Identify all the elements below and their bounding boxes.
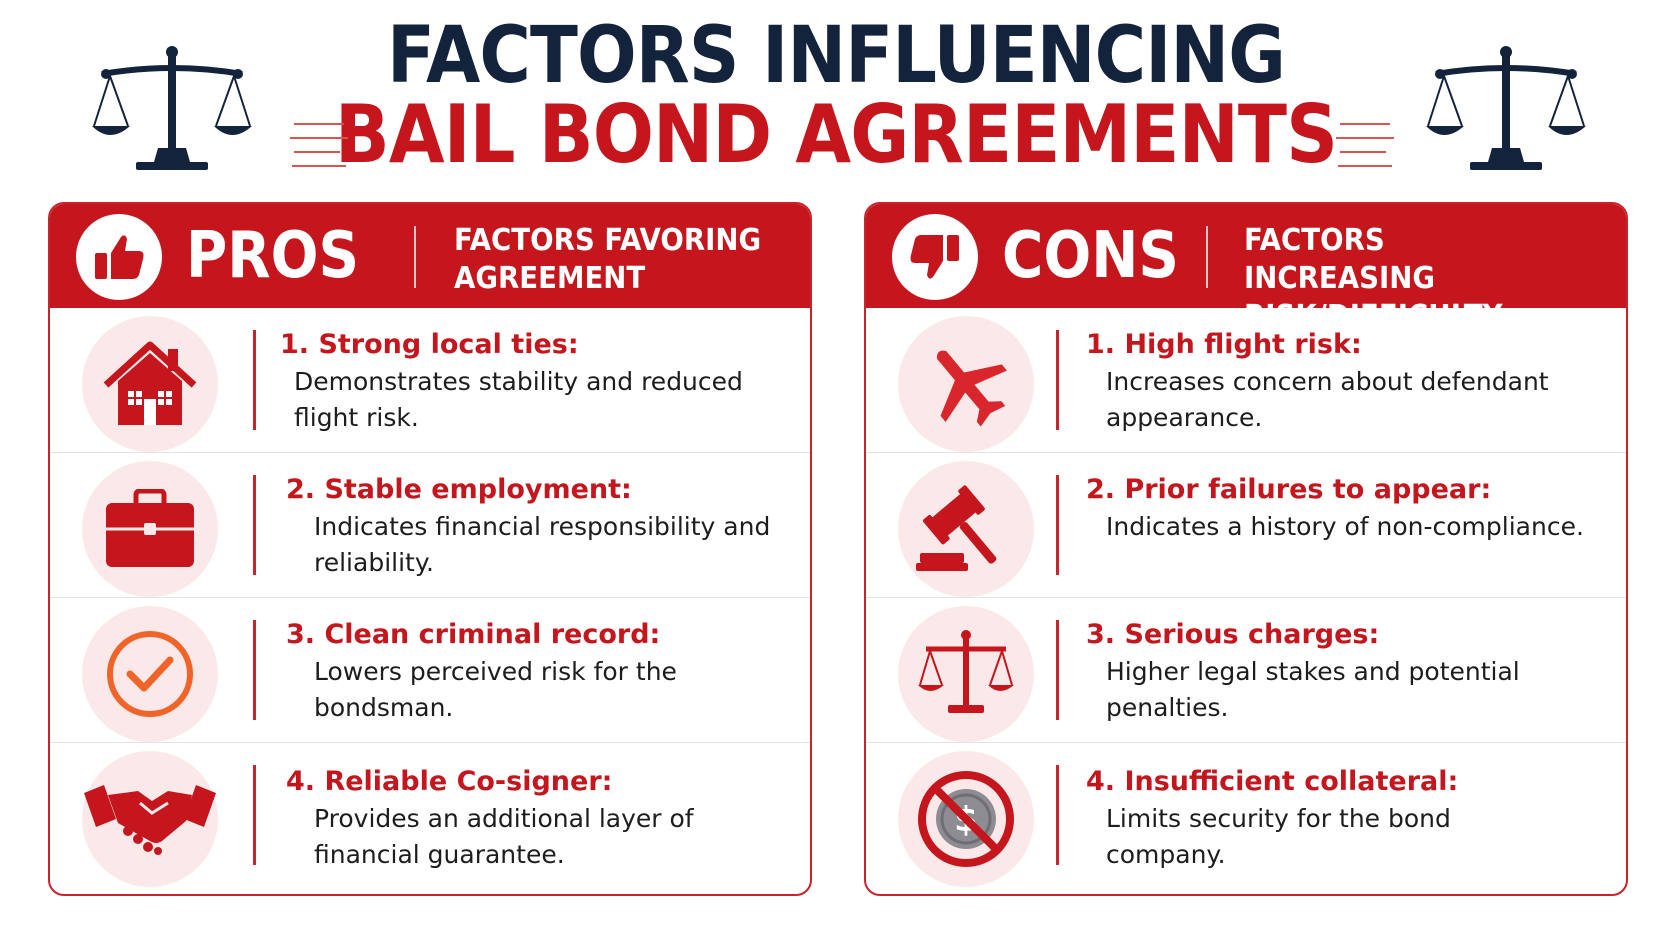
cons-header: CONS FACTORS INCREASING RISK/DIFFICULTY xyxy=(866,204,1626,334)
gavel-icon xyxy=(916,485,997,571)
header-divider xyxy=(1206,226,1208,288)
pros-item-title: 4. Reliable Co-signer: xyxy=(286,766,613,797)
pros-item-title: 1. Strong local ties: xyxy=(280,329,579,360)
pros-item-desc: Indicates financial responsibility and r… xyxy=(314,512,771,577)
pros-header: PROS FACTORS FAVORING AGREEMENT xyxy=(50,204,810,308)
row-divider xyxy=(1056,765,1059,865)
cons-item: 1. High flight risk: Increases concern a… xyxy=(866,308,1626,453)
cons-item-desc: Indicates a history of non-compliance. xyxy=(1106,512,1584,541)
cons-item-icon-bg xyxy=(898,606,1034,742)
header-divider xyxy=(414,226,416,288)
cons-item: 3. Serious charges: Higher legal stakes … xyxy=(866,598,1626,743)
cons-item-title: 4. Insufficient collateral: xyxy=(1086,766,1459,797)
cons-item-title: 3. Serious charges: xyxy=(1086,619,1380,650)
pros-item-desc: Lowers perceived risk for the bondsman. xyxy=(314,657,677,722)
cons-item-title: 1. High flight risk: xyxy=(1086,329,1362,360)
cons-item-desc: Higher legal stakes and potential penalt… xyxy=(1106,657,1520,722)
cons-item-icon-bg xyxy=(898,316,1034,452)
row-divider xyxy=(253,475,256,575)
page-title: FACTORS INFLUENCING xyxy=(386,11,1286,101)
pros-item-desc: Demonstrates stability and reduced fligh… xyxy=(294,367,743,432)
scales-icon xyxy=(918,630,1014,713)
row-divider xyxy=(1056,475,1059,575)
checkmark-icon xyxy=(107,631,193,717)
row-divider xyxy=(1056,620,1059,720)
row-divider xyxy=(1056,330,1059,430)
briefcase-icon xyxy=(106,489,194,567)
pros-item-title: 2. Stable employment: xyxy=(286,474,632,505)
scales-of-justice-icon xyxy=(1426,46,1586,170)
pros-item-icon-bg xyxy=(82,316,218,452)
cons-item-icon-bg: $ xyxy=(898,751,1034,887)
page-header: FACTORS INFLUENCING BAIL BOND AGREEMENTS xyxy=(0,14,1672,178)
pros-label: PROS xyxy=(186,219,360,293)
cons-item-desc: Limits security for the bond company. xyxy=(1106,804,1451,869)
cons-label: CONS xyxy=(1002,219,1179,293)
pros-item: 2. Stable employment: Indicates financia… xyxy=(50,453,810,598)
thumbs-down-icon xyxy=(910,235,959,279)
cons-item-icon-bg xyxy=(898,461,1034,597)
handshake-icon xyxy=(84,785,216,855)
thumbs-up-icon xyxy=(95,235,144,279)
row-divider xyxy=(253,765,256,865)
pros-item-desc: Provides an additional layer of financia… xyxy=(314,804,694,869)
cons-item: 2. Prior failures to appear: Indicates a… xyxy=(866,453,1626,598)
cons-icon-badge xyxy=(892,214,978,300)
pros-item: 1. Strong local ties: Demonstrates stabi… xyxy=(50,308,810,453)
pros-item-icon-bg xyxy=(82,606,218,742)
no-money-icon: $ xyxy=(918,771,1014,867)
row-divider xyxy=(253,330,256,430)
row-divider xyxy=(253,620,256,720)
cons-item-title: 2. Prior failures to appear: xyxy=(1086,474,1492,505)
scales-of-justice-icon xyxy=(92,46,252,170)
decorative-lines-icon xyxy=(1336,123,1394,167)
pros-item: 3. Clean criminal record: Lowers perceiv… xyxy=(50,598,810,743)
pros-icon-badge xyxy=(76,214,162,300)
pros-panel: PROS FACTORS FAVORING AGREEMENT 1. Stron… xyxy=(48,202,812,896)
cons-panel: CONS FACTORS INCREASING RISK/DIFFICULTY … xyxy=(864,202,1628,896)
pros-item-icon-bg xyxy=(82,461,218,597)
cons-item-desc: Increases concern about defendant appear… xyxy=(1106,367,1549,432)
airplane-icon xyxy=(936,350,1007,427)
pros-item: 4. Reliable Co-signer: Provides an addit… xyxy=(50,743,810,893)
pros-item-icon-bg xyxy=(82,751,218,887)
pros-item-title: 3. Clean criminal record: xyxy=(286,619,661,650)
page-subtitle: BAIL BOND AGREEMENTS xyxy=(334,88,1338,181)
house-icon xyxy=(103,341,197,425)
decorative-lines-icon xyxy=(290,123,348,167)
cons-subtitle: FACTORS INCREASING RISK/DIFFICULTY xyxy=(1244,223,1503,334)
cons-item: $ 4. Insufficient collateral: Limits sec… xyxy=(866,743,1626,893)
pros-subtitle: FACTORS FAVORING AGREEMENT xyxy=(454,223,762,296)
